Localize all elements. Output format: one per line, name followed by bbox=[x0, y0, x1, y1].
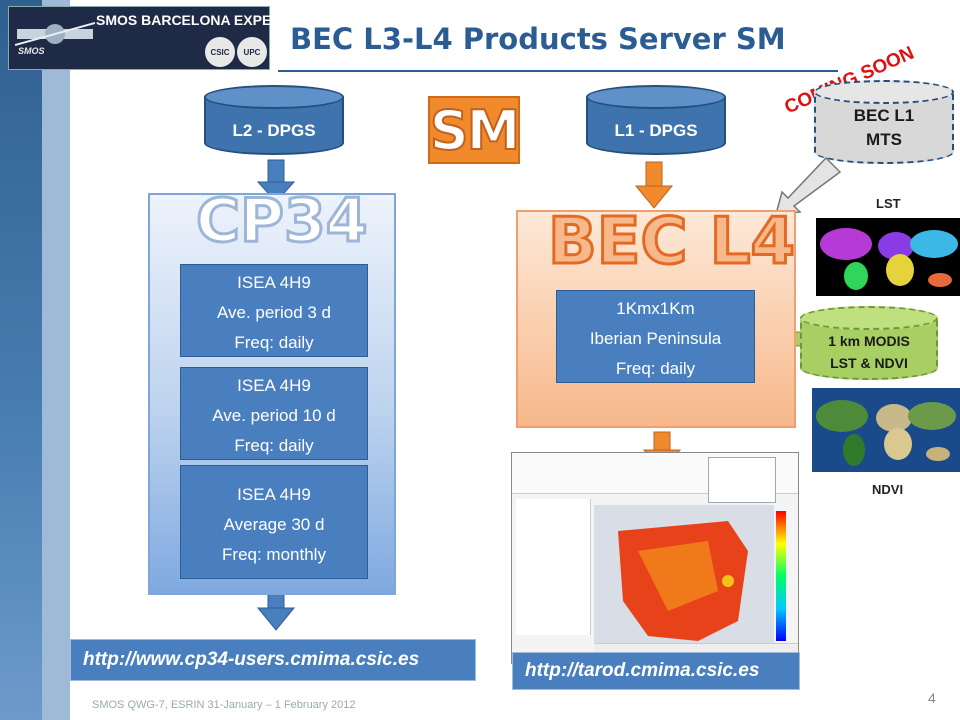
product-frequency: Freq: monthly bbox=[222, 545, 326, 564]
product-period: Ave. period 10 d bbox=[212, 406, 336, 425]
page-title: BEC L3-L4 Products Server SM bbox=[290, 22, 786, 56]
cp34-link[interactable]: http://www.cp34-users.cmima.csic.es bbox=[70, 639, 476, 681]
product-period: Average 30 d bbox=[223, 515, 325, 534]
sm-label: SM bbox=[429, 98, 522, 163]
lst-label: LST bbox=[876, 196, 901, 211]
l1-dpgs-cylinder: L1 - DPGS bbox=[586, 85, 726, 167]
satellite-icon bbox=[15, 22, 95, 46]
product-resolution: 1Kmx1Km bbox=[616, 299, 695, 318]
l2-dpgs-label: L2 - DPGS bbox=[232, 121, 316, 140]
product-grid: ISEA 4H9 bbox=[237, 485, 311, 504]
becl4-product: 1Kmx1Km Iberian Peninsula Freq: daily bbox=[556, 290, 755, 383]
cp34-product-30d: ISEA 4H9 Average 30 d Freq: monthly bbox=[180, 465, 368, 579]
sm-badge: SM bbox=[428, 96, 522, 164]
tarod-server-screenshot bbox=[511, 452, 799, 664]
product-frequency: Freq: daily bbox=[234, 436, 314, 455]
bec-l1-mts-cylinder: BEC L1 MTS bbox=[814, 80, 954, 164]
bec-l1-line: BEC L1 bbox=[853, 106, 915, 125]
lst-world-map bbox=[820, 228, 958, 290]
cp34-title: CP34 bbox=[195, 185, 370, 258]
product-frequency: Freq: daily bbox=[615, 359, 696, 378]
upc-seal: UPC bbox=[237, 37, 267, 67]
tarod-link[interactable]: http://tarod.cmima.csic.es bbox=[512, 652, 800, 690]
modis-line: 1 km MODIS bbox=[828, 333, 910, 349]
left-accent-bar bbox=[0, 0, 42, 720]
arrow-l2-to-cp34 bbox=[256, 159, 296, 203]
ndvi-world-map bbox=[816, 400, 956, 466]
csic-seal: CSIC bbox=[205, 37, 235, 67]
lst-map-image bbox=[816, 218, 960, 296]
lst-ndvi-line: LST & NDVI bbox=[830, 355, 908, 371]
bec-l1-mts-label: BEC L1 MTS bbox=[814, 104, 954, 152]
logo-text: SMOS BARCELONA EXPERT CENTRE bbox=[96, 12, 352, 28]
page-number: 4 bbox=[928, 690, 936, 706]
modis-label: 1 km MODIS LST & NDVI bbox=[800, 330, 938, 374]
ndvi-label: NDVI bbox=[872, 482, 904, 497]
mts-line: MTS bbox=[866, 130, 902, 149]
cp34-product-10d: ISEA 4H9 Ave. period 10 d Freq: daily bbox=[180, 367, 368, 460]
product-region: Iberian Peninsula bbox=[589, 329, 722, 348]
slide-footer: SMOS QWG-7, ESRIN 31-January – 1 Februar… bbox=[92, 699, 356, 711]
product-grid: ISEA 4H9 bbox=[237, 376, 311, 395]
iberia-map bbox=[618, 521, 748, 641]
ndvi-map-image bbox=[812, 388, 960, 472]
l1-dpgs-label: L1 - DPGS bbox=[614, 121, 698, 140]
modis-cylinder: 1 km MODIS LST & NDVI bbox=[800, 306, 938, 380]
left-accent-bar-light bbox=[42, 0, 70, 720]
product-frequency: Freq: daily bbox=[234, 333, 314, 352]
cp34-product-3d: ISEA 4H9 Ave. period 3 d Freq: daily bbox=[180, 264, 368, 357]
title-underline bbox=[278, 70, 838, 72]
bec-logo: CSIC UPC bbox=[8, 6, 270, 70]
arrow-l1-to-becl4 bbox=[634, 161, 674, 209]
product-period: Ave. period 3 d bbox=[216, 303, 332, 322]
product-grid: ISEA 4H9 bbox=[237, 273, 311, 292]
logo-tag: SMOS bbox=[18, 46, 45, 56]
becl4-title: BEC L4 bbox=[546, 204, 796, 281]
l2-dpgs-cylinder: L2 - DPGS bbox=[204, 85, 344, 167]
